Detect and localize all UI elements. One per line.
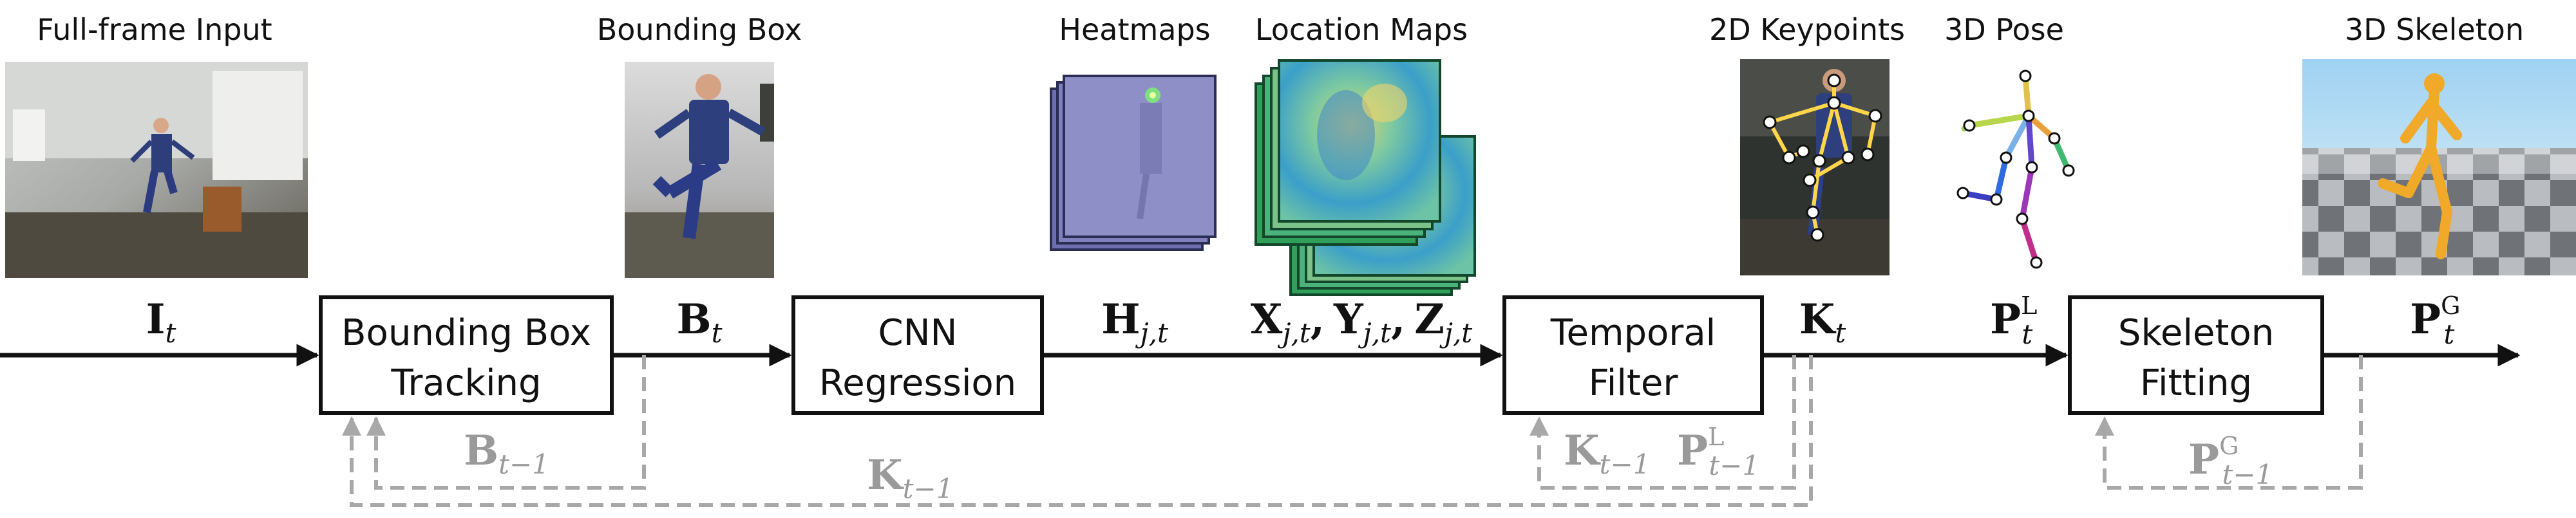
skeleton-fitting-block: Skeleton Fitting xyxy=(2068,295,2324,415)
symbol-bbox-previous: Bt−1 xyxy=(464,427,549,480)
caption-2d-keypoints: 2D Keypoints xyxy=(1709,12,1905,47)
feedback-keypoints-short-loop xyxy=(1530,355,1796,490)
feedback-keypoints-long-loop xyxy=(342,355,1813,507)
symbol-bounding-box: Bt xyxy=(677,295,723,349)
symbol-keypoints-previous-long: Kt−1 xyxy=(867,451,953,504)
temporal-filter-block: Temporal Filter xyxy=(1502,295,1764,415)
caption-heatmaps: Heatmaps xyxy=(1059,12,1210,47)
caption-3d-skeleton: 3D Skeleton xyxy=(2345,12,2524,47)
skeleton-fitting-label-line1: Skeleton xyxy=(2118,312,2274,354)
cnn-regression-block: CNN Regression xyxy=(791,295,1044,415)
symbol-heatmaps: Hj,t xyxy=(1101,295,1168,349)
cnn-regression-label-line1: CNN xyxy=(878,312,958,354)
bounding-box-crop-image xyxy=(625,62,774,278)
caption-bounding-box: Bounding Box xyxy=(597,12,802,47)
full-frame-input-image xyxy=(5,62,308,278)
2d-keypoints-image xyxy=(1740,59,1889,275)
location-maps-stack xyxy=(1255,59,1476,296)
caption-location-maps: Location Maps xyxy=(1255,12,1468,47)
cnn-regression-label-line2: Regression xyxy=(819,362,1016,404)
bounding-box-tracking-label-line1: Bounding Box xyxy=(341,312,591,354)
symbol-input-frame: It xyxy=(146,295,176,349)
feedback-global-pose-loop xyxy=(2095,355,2363,490)
bounding-box-tracking-block: Bounding Box Tracking xyxy=(319,295,614,415)
temporal-filter-label-line1: Temporal xyxy=(1550,312,1716,354)
heatmaps-stack xyxy=(1050,75,1217,251)
caption-3d-pose: 3D Pose xyxy=(1944,12,2064,47)
symbol-location-maps: Xj,t,Yj,t,Zj,t xyxy=(1251,295,1473,349)
3d-pose-figure xyxy=(1956,69,2075,269)
skeleton-fitting-label-line2: Fitting xyxy=(2140,362,2252,404)
bounding-box-tracking-label-line2: Tracking xyxy=(390,362,541,404)
3d-skeleton-render xyxy=(2302,59,2576,275)
symbol-keypoints-previous-short: Kt−1 xyxy=(1564,427,1650,480)
caption-full-frame-input: Full-frame Input xyxy=(37,12,272,47)
symbol-keypoints: Kt xyxy=(1799,295,1846,349)
feedback-bbox-loop xyxy=(366,355,646,490)
temporal-filter-label-line2: Filter xyxy=(1589,362,1679,404)
